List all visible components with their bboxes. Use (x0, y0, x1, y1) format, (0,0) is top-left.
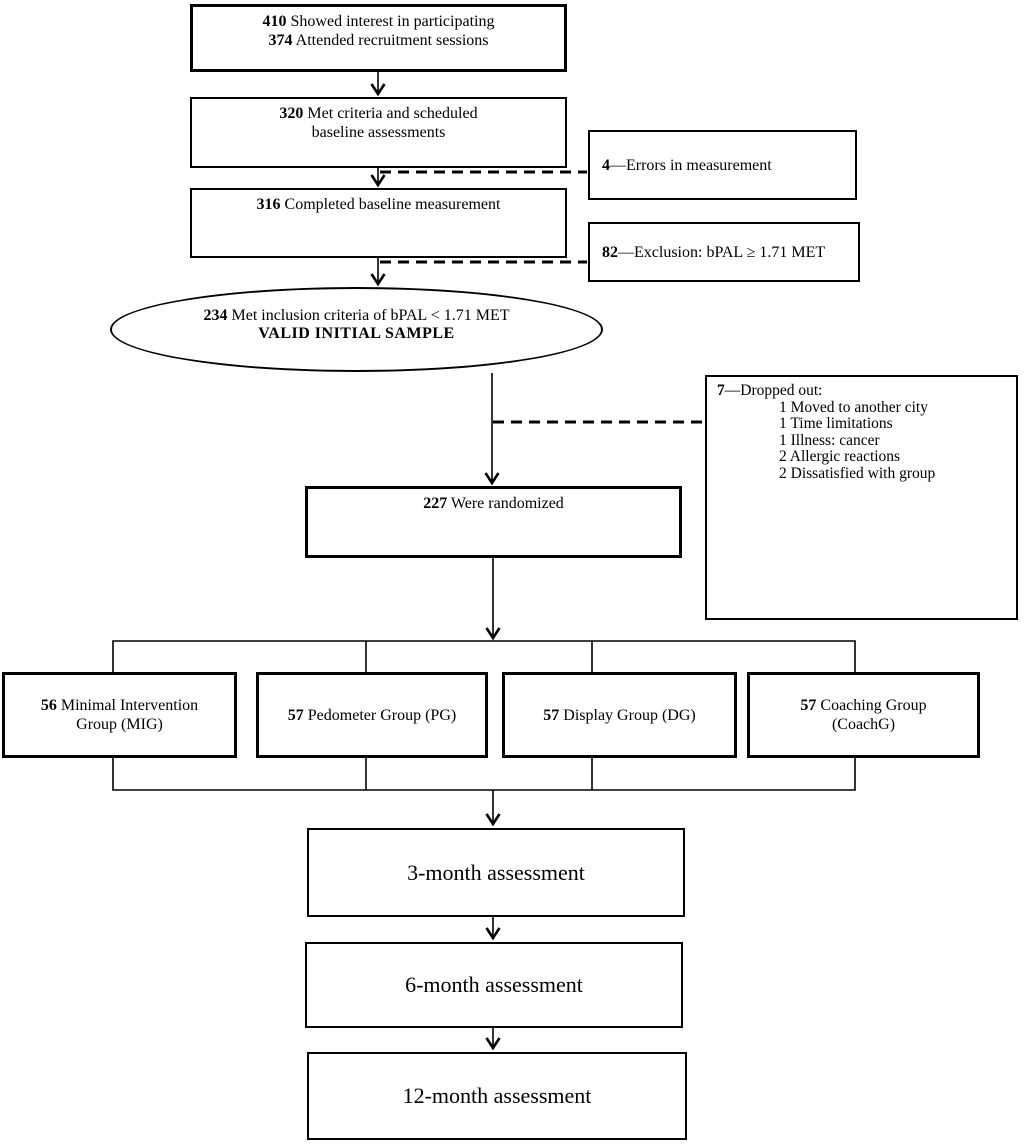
count: 320 (279, 105, 304, 122)
dropout-item: 2 Dissatisfied with group (779, 464, 936, 482)
label: Display Group (DG) (563, 706, 696, 724)
randomized-line: 227 Were randomized (308, 494, 679, 513)
node-assessment-3m: 3-month assessment (307, 828, 685, 917)
group-mig-line2: Group (MIG) (5, 715, 234, 734)
criteria-line2: baseline assessments (192, 123, 565, 142)
node-baseline: 316 Completed baseline measurement (190, 188, 567, 258)
assessment-6m-label: 6-month assessment (405, 972, 583, 997)
count: 234 (203, 306, 228, 324)
count: 316 (256, 196, 281, 213)
group-mig-line1: 56 Minimal Intervention (5, 696, 234, 715)
count: 227 (423, 495, 448, 512)
exclusion-line: 82—Exclusion: bPAL ≥ 1.71 MET (602, 243, 858, 262)
recruitment-line2: 374 Attended recruitment sessions (193, 31, 564, 50)
label: Group (MIG) (76, 716, 163, 733)
label: —Dropped out: (724, 382, 823, 399)
top-rail (112, 640, 856, 672)
node-assessment-6m: 6-month assessment (305, 942, 683, 1028)
node-randomized: 227 Were randomized (305, 486, 682, 558)
count: 57 (287, 706, 304, 724)
node-criteria: 320 Met criteria and scheduled baseline … (190, 97, 567, 168)
dropout-item: 1 Illness: cancer (779, 431, 880, 449)
label: Coaching Group (820, 697, 927, 714)
label: Showed interest in participating (290, 13, 495, 30)
group-coachg-line2: (CoachG) (750, 715, 977, 734)
count: 374 (268, 32, 293, 49)
dropout-item: 2 Allergic reactions (779, 448, 901, 465)
node-valid-sample: 234 Met inclusion criteria of bPAL < 1.7… (110, 287, 603, 372)
criteria-line1: 320 Met criteria and scheduled (192, 104, 565, 123)
label: Pedometer Group (PG) (307, 706, 457, 724)
dropout-title: 7—Dropped out: (707, 382, 1016, 400)
count: 4 (602, 156, 610, 174)
count: 7 (717, 382, 725, 399)
node-group-dg: 57 Display Group (DG) (502, 672, 737, 758)
bottom-rail (112, 758, 856, 791)
valid-sample-line1: 234 Met inclusion criteria of bPAL < 1.7… (112, 307, 601, 325)
baseline-line: 316 Completed baseline measurement (192, 195, 565, 214)
label: Were randomized (450, 495, 564, 512)
recruitment-line1: 410 Showed interest in participating (193, 12, 564, 31)
group-pg-line: 57 Pedometer Group (PG) (259, 706, 485, 725)
node-exclusion: 82—Exclusion: bPAL ≥ 1.71 MET (588, 222, 860, 282)
label: Met criteria and scheduled (307, 105, 478, 122)
node-group-mig: 56 Minimal Intervention Group (MIG) (2, 672, 237, 758)
group-coachg-line1: 57 Coaching Group (750, 696, 977, 715)
label: Minimal Intervention (60, 697, 199, 714)
group-dg-line: 57 Display Group (DG) (505, 706, 734, 725)
node-group-coachg: 57 Coaching Group (CoachG) (747, 672, 980, 758)
count: 57 (800, 697, 817, 714)
node-group-pg: 57 Pedometer Group (PG) (256, 672, 488, 758)
node-recruitment: 410 Showed interest in participating 374… (190, 4, 567, 72)
assessment-3m-label: 3-month assessment (407, 859, 585, 885)
label: Attended recruitment sessions (295, 32, 489, 49)
label: —Exclusion: bPAL ≥ 1.71 MET (618, 243, 826, 261)
label: Completed baseline measurement (284, 196, 501, 213)
count: 56 (40, 697, 57, 714)
valid-sample-subtitle: VALID INITIAL SAMPLE (258, 324, 455, 342)
count: 57 (543, 706, 560, 724)
label: Met inclusion criteria of bPAL < 1.71 ME… (231, 306, 510, 324)
node-errors: 4—Errors in measurement (588, 130, 857, 200)
dropout-item: 1 Moved to another city (779, 398, 928, 416)
count: 82 (602, 243, 618, 261)
node-assessment-12m: 12-month assessment (307, 1052, 687, 1140)
label: —Errors in measurement (610, 156, 772, 174)
dropout-item: 1 Time limitations (779, 415, 893, 432)
node-dropout: 7—Dropped out: 1 Moved to another city 1… (705, 375, 1018, 620)
errors-line: 4—Errors in measurement (602, 156, 855, 175)
assessment-12m-label: 12-month assessment (402, 1083, 592, 1108)
label: baseline assessments (311, 124, 446, 141)
count: 410 (262, 13, 287, 30)
label: (CoachG) (831, 716, 896, 733)
